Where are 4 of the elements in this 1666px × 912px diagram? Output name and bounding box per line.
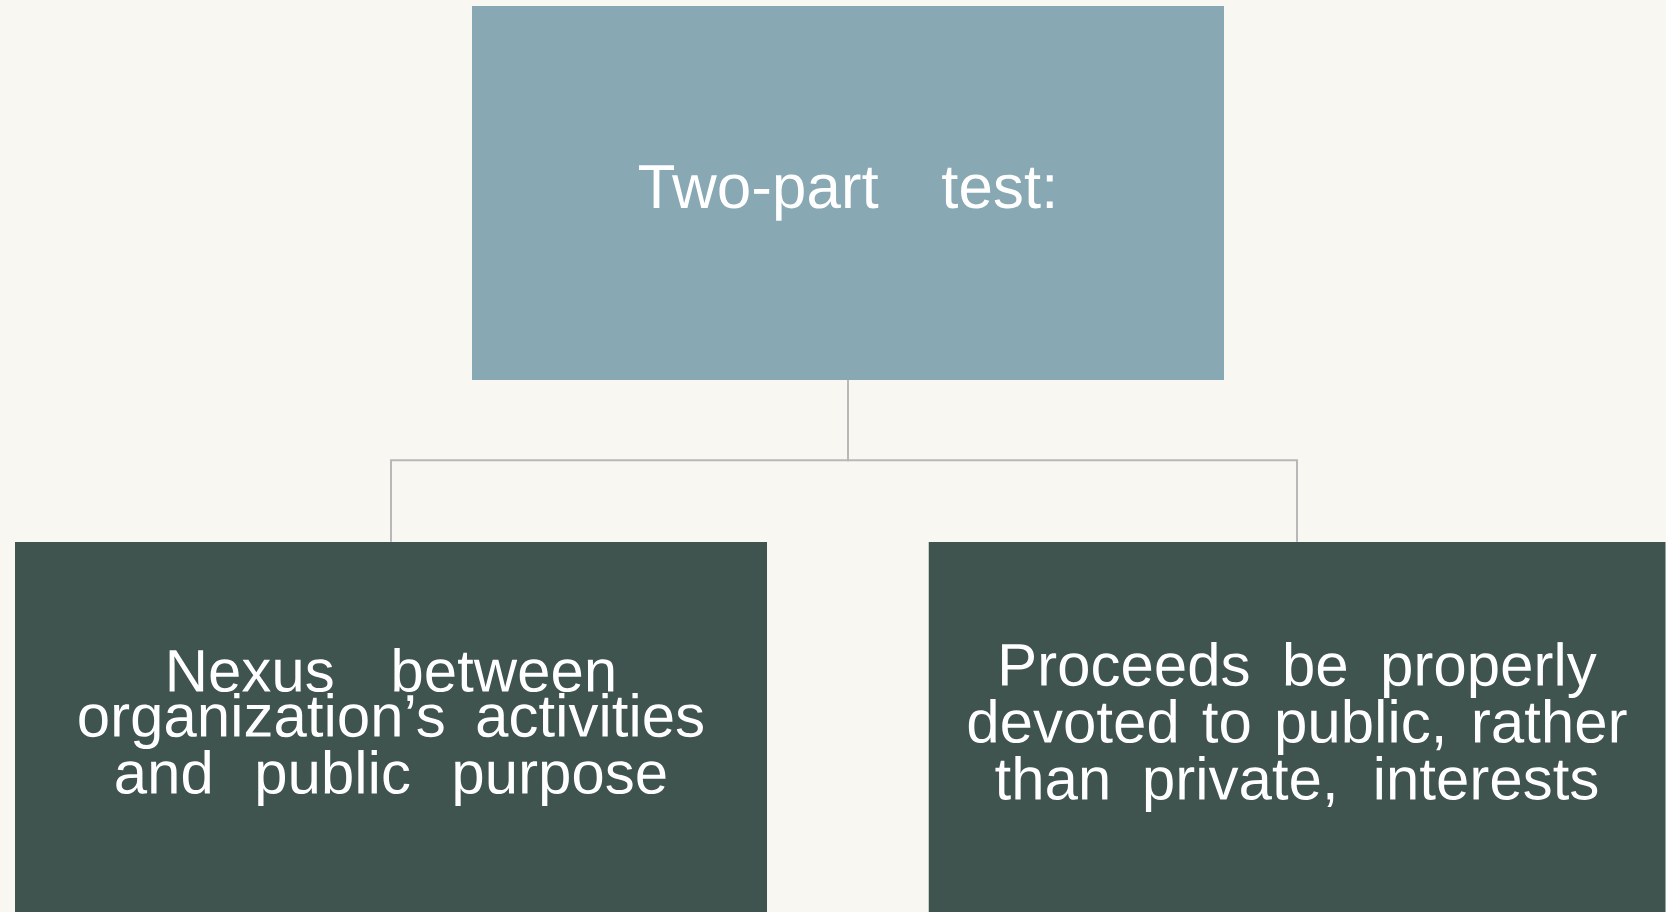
criterion-box: Proceeds be properly devoted to public, rather than private, interests [928, 542, 1666, 912]
heading-box: Two-part test: [472, 6, 1224, 380]
connector [847, 379, 1298, 543]
criterion-box: Nexus between organization’s activities and public purpose [15, 542, 767, 912]
